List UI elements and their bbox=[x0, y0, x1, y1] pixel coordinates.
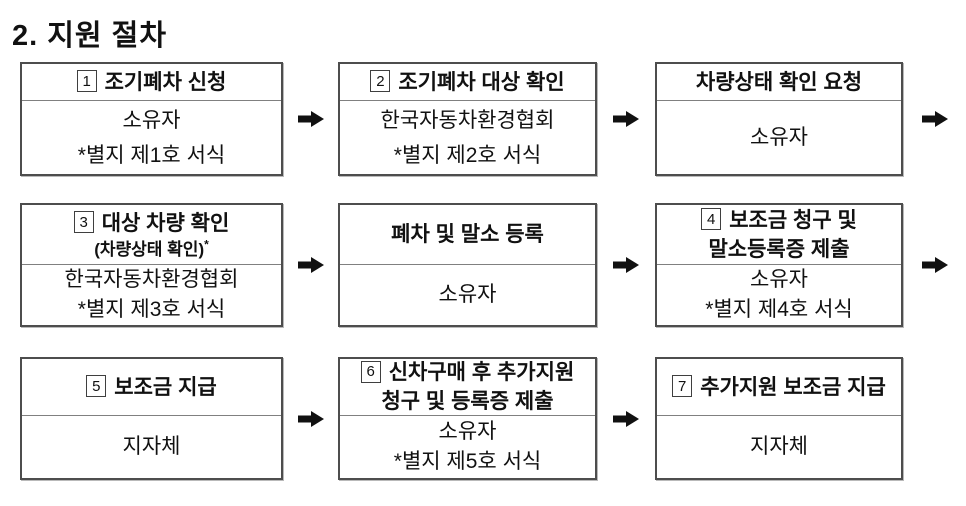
box-body: 소유자 *별지 제4호 서식 bbox=[657, 265, 901, 325]
step-number-badge: 2 bbox=[370, 70, 391, 92]
box-title: 추가지원 보조금 지급 bbox=[700, 375, 886, 399]
flow-box-5-subsidy-payment: 5 보조금 지급 지자체 bbox=[20, 357, 283, 480]
arrow-right-icon bbox=[597, 203, 655, 327]
body-line: 지자체 bbox=[750, 435, 808, 458]
body-line: 소유자 bbox=[122, 108, 181, 132]
box-header: 4 보조금 청구 및 말소등록증 제출 bbox=[657, 205, 901, 265]
arrow-right-icon bbox=[597, 62, 655, 176]
box-subtitle: (차량상태 확인)* bbox=[94, 236, 209, 259]
arrow-right-icon bbox=[597, 357, 655, 480]
box-title: 조기폐차 신청 bbox=[104, 70, 227, 94]
body-line: *별지 제2호 서식 bbox=[393, 143, 542, 167]
box-body: 소유자 *별지 제1호 서식 bbox=[22, 101, 281, 174]
box-title: 조기폐차 대상 확인 bbox=[398, 70, 565, 94]
flow-box-scrap-deregister: 폐차 및 말소 등록 소유자 bbox=[338, 203, 597, 327]
flow-row-1: 1 조기폐차 신청 소유자 *별지 제1호 서식 2 조기폐차 대상 확인 bbox=[20, 62, 966, 176]
flow-row-3: 5 보조금 지급 지자체 6 신차구매 후 추가지원 청구 및 등록증 bbox=[20, 357, 966, 480]
body-line: *별지 제3호 서식 bbox=[77, 298, 226, 321]
flow-box-vehicle-status-request: 차량상태 확인 요청 소유자 bbox=[655, 62, 903, 176]
box-title: 말소등록증 제출 bbox=[708, 237, 850, 261]
box-body: 지자체 bbox=[22, 416, 281, 478]
box-body: 소유자 bbox=[340, 265, 595, 325]
box-header: 폐차 및 말소 등록 bbox=[340, 205, 595, 265]
box-header: 2 조기폐차 대상 확인 bbox=[340, 64, 595, 101]
arrow-right-icon bbox=[283, 62, 338, 176]
box-title: 폐차 및 말소 등록 bbox=[391, 223, 544, 246]
box-title: 보조금 지급 bbox=[114, 375, 217, 399]
body-line: *별지 제1호 서식 bbox=[77, 143, 226, 167]
box-header: 1 조기폐차 신청 bbox=[22, 64, 281, 101]
box-body: 한국자동차환경협회 *별지 제2호 서식 bbox=[340, 101, 595, 174]
body-line: 소유자 bbox=[750, 126, 808, 149]
box-header: 차량상태 확인 요청 bbox=[657, 64, 901, 101]
body-line: *별지 제4호 서식 bbox=[705, 298, 853, 321]
arrow-right-icon bbox=[903, 62, 966, 176]
flow-box-7-additional-payment: 7 추가지원 보조금 지급 지자체 bbox=[655, 357, 903, 480]
flow-box-4-subsidy-claim: 4 보조금 청구 및 말소등록증 제출 소유자 *별지 제4호 서식 bbox=[655, 203, 903, 327]
body-line: 소유자 bbox=[438, 283, 497, 306]
step-number-badge: 1 bbox=[76, 70, 97, 92]
flow-box-6-additional-claim: 6 신차구매 후 추가지원 청구 및 등록증 제출 소유자 *별지 제5호 서식 bbox=[338, 357, 597, 480]
box-header: 5 보조금 지급 bbox=[22, 359, 281, 416]
flow-box-1-apply: 1 조기폐차 신청 소유자 *별지 제1호 서식 bbox=[20, 62, 283, 176]
step-number-badge: 4 bbox=[701, 208, 722, 230]
procedure-flowchart: 1 조기폐차 신청 소유자 *별지 제1호 서식 2 조기폐차 대상 확인 bbox=[10, 62, 966, 480]
arrow-right-icon bbox=[903, 203, 966, 327]
flow-box-2-target-check: 2 조기폐차 대상 확인 한국자동차환경협회 *별지 제2호 서식 bbox=[338, 62, 597, 176]
box-title: 보조금 청구 및 bbox=[729, 208, 857, 232]
box-title: 차량상태 확인 요청 bbox=[695, 70, 863, 94]
box-body: 한국자동차환경협회 *별지 제3호 서식 bbox=[22, 265, 281, 325]
step-number-badge: 6 bbox=[360, 360, 381, 383]
body-line: 한국자동차환경협회 bbox=[64, 268, 239, 291]
box-title: 신차구매 후 추가지원 bbox=[388, 361, 575, 384]
box-title: 청구 및 등록증 제출 bbox=[381, 390, 554, 413]
body-line: 한국자동차환경협회 bbox=[380, 108, 555, 132]
step-number-badge: 3 bbox=[73, 211, 94, 233]
flow-row-2: 3 대상 차량 확인 (차량상태 확인)* 한국자동차환경협회 *별지 제3호 … bbox=[20, 203, 966, 327]
box-body: 지자체 bbox=[657, 416, 901, 478]
box-body: 소유자 bbox=[657, 101, 901, 174]
body-line: 소유자 bbox=[438, 420, 497, 443]
body-line: 지자체 bbox=[122, 435, 181, 458]
box-header: 7 추가지원 보조금 지급 bbox=[657, 359, 901, 416]
row-end-spacer bbox=[903, 357, 966, 480]
box-body: 소유자 *별지 제5호 서식 bbox=[340, 416, 595, 478]
box-title: 대상 차량 확인 bbox=[101, 211, 230, 235]
box-header: 6 신차구매 후 추가지원 청구 및 등록증 제출 bbox=[340, 359, 595, 416]
box-header: 3 대상 차량 확인 (차량상태 확인)* bbox=[22, 205, 281, 265]
step-number-badge: 7 bbox=[672, 375, 693, 397]
flow-box-3-vehicle-confirm: 3 대상 차량 확인 (차량상태 확인)* 한국자동차환경협회 *별지 제3호 … bbox=[20, 203, 283, 327]
body-line: 소유자 bbox=[750, 268, 808, 291]
step-number-badge: 5 bbox=[86, 375, 107, 397]
arrow-right-icon bbox=[283, 357, 338, 480]
arrow-right-icon bbox=[283, 203, 338, 327]
body-line: *별지 제5호 서식 bbox=[393, 450, 542, 473]
page-title: 2. 지원 절차 bbox=[12, 20, 168, 52]
